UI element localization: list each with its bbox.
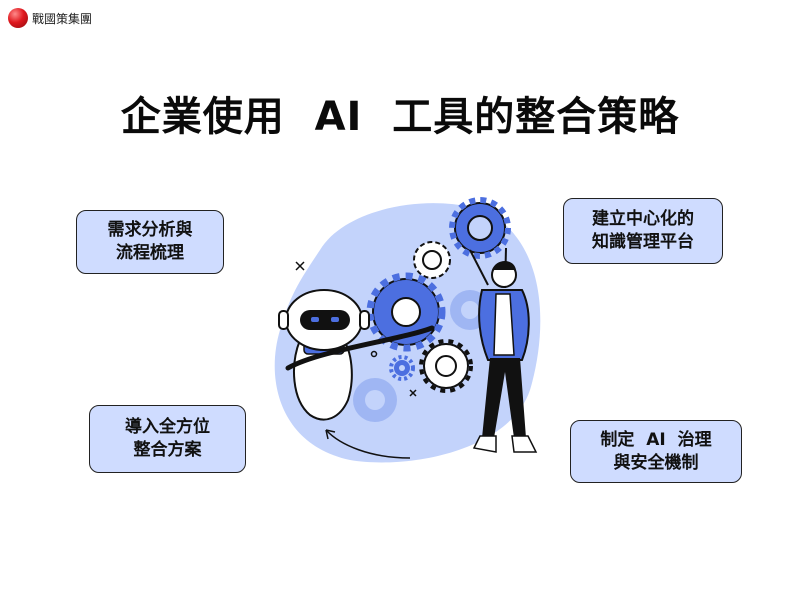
cycle-arrow — [325, 429, 411, 459]
box-line: 流程梳理 — [116, 243, 184, 263]
box-line: 制定 AI 治理 — [600, 429, 712, 450]
gear-icon — [419, 339, 473, 393]
red-globe-icon — [8, 8, 28, 28]
strategy-box-requirements: 需求分析與 流程梳理 — [76, 210, 224, 274]
box-line: 需求分析與 — [107, 220, 193, 240]
sparkle-icon — [295, 261, 417, 397]
light-gear-icon — [353, 378, 397, 422]
box-line: 知識管理平台 — [592, 232, 694, 252]
box-line: 導入全方位 — [125, 417, 210, 437]
brand-name: 戰國策集團 — [32, 11, 93, 26]
gear-icon — [389, 355, 415, 381]
ai-integration-illustration — [274, 197, 541, 463]
gear-icon — [413, 241, 451, 279]
strategy-box-governance: 制定 AI 治理 與安全機制 — [570, 420, 742, 483]
strategy-box-knowledge-platform: 建立中心化的 知識管理平台 — [563, 198, 723, 264]
box-line: 與安全機制 — [613, 452, 699, 473]
arrow-head-icon — [325, 429, 336, 440]
gear-icon — [449, 197, 511, 259]
robot-icon — [278, 289, 435, 421]
box-line: 建立中心化的 — [592, 209, 694, 229]
person-holding-gear-icon — [469, 247, 538, 453]
brand-logo: 戰國策集團 — [8, 8, 92, 28]
page-title: 企業使用 AI 工具的整合策略 — [120, 94, 680, 140]
strategy-box-integration: 導入全方位 整合方案 — [89, 405, 246, 473]
box-line: 整合方案 — [133, 440, 202, 460]
